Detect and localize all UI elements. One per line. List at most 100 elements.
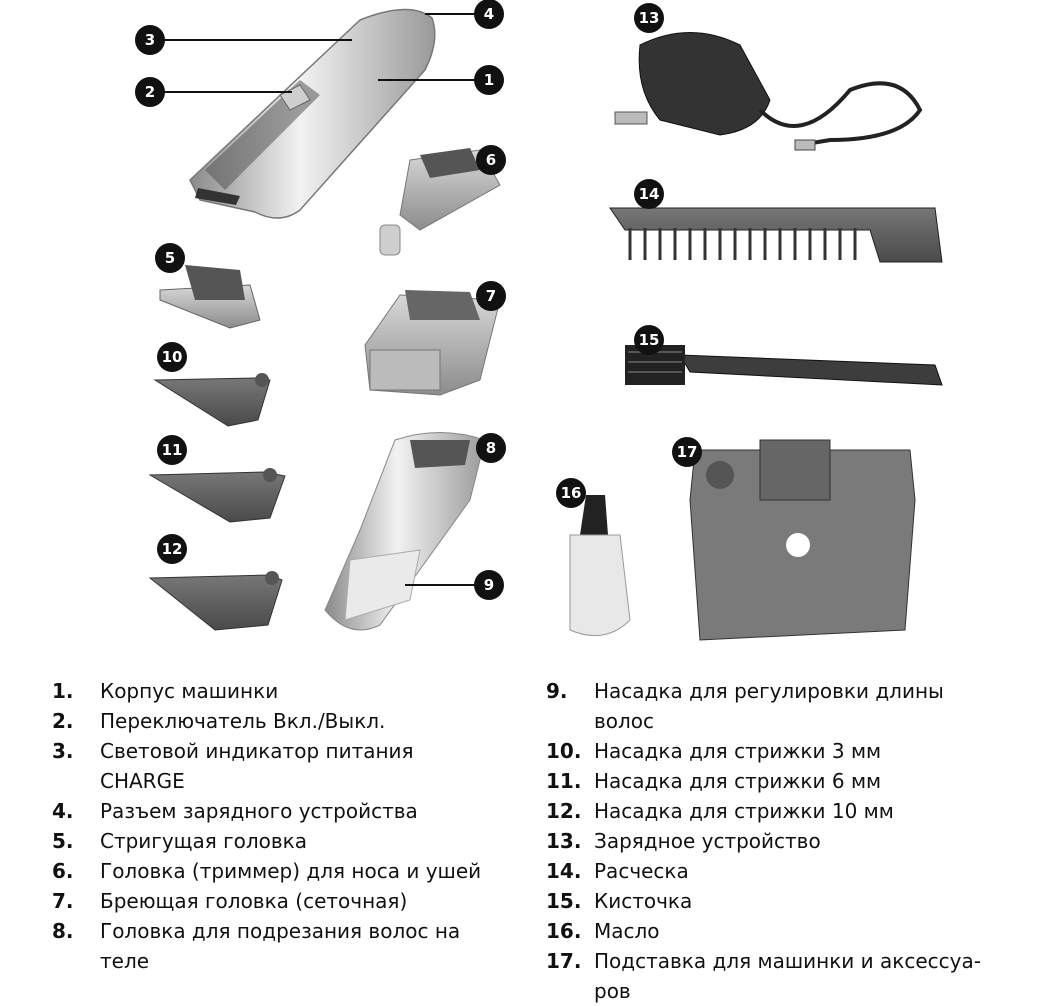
svg-text:4: 4	[484, 5, 494, 23]
callout-16: 16	[556, 478, 586, 508]
comb-teeth	[628, 228, 857, 260]
legend-text: Головка для подрезания волос на теле	[100, 919, 461, 973]
legend-text: Расческа	[594, 859, 689, 883]
nose-trimmer-head	[379, 148, 501, 256]
hair-comb	[609, 207, 943, 263]
svg-text:2: 2	[145, 83, 155, 101]
oil-bottle	[569, 495, 631, 637]
callout-8: 8	[476, 433, 506, 463]
legend-number: 15.	[546, 889, 582, 913]
legend-text: Насадка для стрижки 3 мм	[594, 739, 882, 763]
legend-number: 9.	[546, 679, 568, 703]
shaving-head	[364, 290, 501, 396]
clipper-body	[189, 8, 436, 219]
legend-number: 2.	[52, 709, 74, 733]
callout-11: 11	[157, 435, 187, 465]
legend-text: Световой индикатор питания CHARGE	[100, 739, 414, 793]
svg-text:14: 14	[639, 185, 660, 203]
legend-text: Подставка для машинки и аксессуа-ров	[594, 949, 981, 1003]
callout-2: 2	[135, 77, 165, 107]
legend-item-13: 13. Зарядное устройство	[546, 826, 1006, 856]
callout-14: 14	[634, 179, 664, 209]
legend-number: 7.	[52, 889, 74, 913]
svg-text:10: 10	[162, 348, 183, 366]
legend-number: 3.	[52, 739, 74, 763]
legend-text: Переключатель Вкл./Выкл.	[100, 709, 386, 733]
legend-number: 13.	[546, 829, 582, 853]
callout-12: 12	[157, 534, 187, 564]
legend-text: Насадка для регулировки длины волос	[594, 679, 944, 733]
legend-number: 10.	[546, 739, 582, 763]
svg-text:12: 12	[162, 540, 183, 558]
components-legend-left: 1. Корпус машинки 2. Переключатель Вкл./Вы…	[52, 676, 492, 976]
legend-text: Зарядное устройство	[594, 829, 821, 853]
svg-text:9: 9	[484, 576, 494, 594]
legend-text: Стригущая головка	[100, 829, 308, 853]
components-legend-right: 9. Насадка для регулировки длины волос 10…	[546, 676, 1006, 1006]
comb-attachment-6mm	[148, 468, 286, 523]
legend-number: 12.	[546, 799, 582, 823]
legend-text: Разъем зарядного устройства	[100, 799, 418, 823]
svg-text:7: 7	[486, 287, 496, 305]
callout-13: 13	[634, 3, 664, 33]
legend-item-2: 2. Переключатель Вкл./Выкл.	[52, 706, 492, 736]
legend-item-4: 4. Разъем зарядного устройства	[52, 796, 492, 826]
callout-10: 10	[157, 342, 187, 372]
product-components-illustration: 1 2 3 4 5 6 7 8 9 10 11 12 13 14 15 16 1…	[135, 0, 943, 641]
callout-5: 5	[155, 243, 185, 273]
callout-15: 15	[634, 325, 664, 355]
svg-text:3: 3	[145, 31, 155, 49]
legend-item-3: 3. Световой индикатор питания CHARGE	[52, 736, 492, 796]
legend-text: Насадка для стрижки 6 мм	[594, 769, 882, 793]
callout-9: 9	[474, 570, 504, 600]
legend-item-1: 1. Корпус машинки	[52, 676, 492, 706]
legend-item-17: 17.Подставка для машинки и аксессуа-ров	[546, 946, 1006, 1006]
legend-number: 5.	[52, 829, 74, 853]
svg-text:1: 1	[484, 71, 494, 89]
legend-text: Кисточка	[594, 889, 693, 913]
legend-text: Масло	[594, 919, 660, 943]
legend-number: 14.	[546, 859, 582, 883]
legend-number: 11.	[546, 769, 582, 793]
body-trimmer-head	[324, 432, 486, 631]
charger-adapter	[614, 32, 923, 151]
svg-text:17: 17	[677, 443, 698, 461]
svg-text:11: 11	[162, 441, 183, 459]
svg-text:6: 6	[486, 151, 496, 169]
legend-number: 4.	[52, 799, 74, 823]
legend-item-11: 11. Насадка для стрижки 6 мм	[546, 766, 1006, 796]
callout-1: 1	[474, 65, 504, 95]
svg-text:5: 5	[165, 249, 175, 267]
legend-item-15: 15. Кисточка	[546, 886, 1006, 916]
callout-6: 6	[476, 145, 506, 175]
callout-7: 7	[476, 281, 506, 311]
legend-item-16: 16. Масло	[546, 916, 1006, 946]
legend-item-14: 14. Расческа	[546, 856, 1006, 886]
legend-text: Бреющая головка (сеточная)	[100, 889, 408, 913]
legend-number: 1.	[52, 679, 74, 703]
svg-text:13: 13	[639, 9, 660, 27]
comb-attachment-10mm	[148, 571, 283, 631]
callout-17: 17	[672, 437, 702, 467]
accessory-stand	[689, 439, 916, 641]
legend-item-6: 6.Головка (триммер) для носа и ушей	[52, 856, 492, 886]
svg-text:15: 15	[639, 331, 660, 349]
legend-number: 16.	[546, 919, 582, 943]
legend-item-12: 12. Насадка для стрижки 10 мм	[546, 796, 1006, 826]
cutting-head	[159, 265, 261, 329]
legend-number: 8.	[52, 919, 74, 943]
legend-item-10: 10. Насадка для стрижки 3 мм	[546, 736, 1006, 766]
comb-attachment-3mm	[153, 373, 271, 427]
legend-item-7: 7. Бреющая головка (сеточная)	[52, 886, 492, 916]
leader-lines	[163, 13, 475, 586]
svg-text:16: 16	[561, 484, 582, 502]
callout-4: 4	[474, 0, 504, 29]
cleaning-brush	[625, 345, 943, 386]
legend-item-9: 9. Насадка для регулировки длины волос	[546, 676, 1006, 736]
legend-item-8: 8. Головка для подрезания волос на теле	[52, 916, 492, 976]
legend-text: Насадка для стрижки 10 мм	[594, 799, 894, 823]
legend-text: Корпус машинки	[100, 679, 279, 703]
legend-item-5: 5. Стригущая головка	[52, 826, 492, 856]
svg-text:8: 8	[486, 439, 496, 457]
legend-text: Головка (триммер) для носа и ушей	[100, 859, 482, 883]
